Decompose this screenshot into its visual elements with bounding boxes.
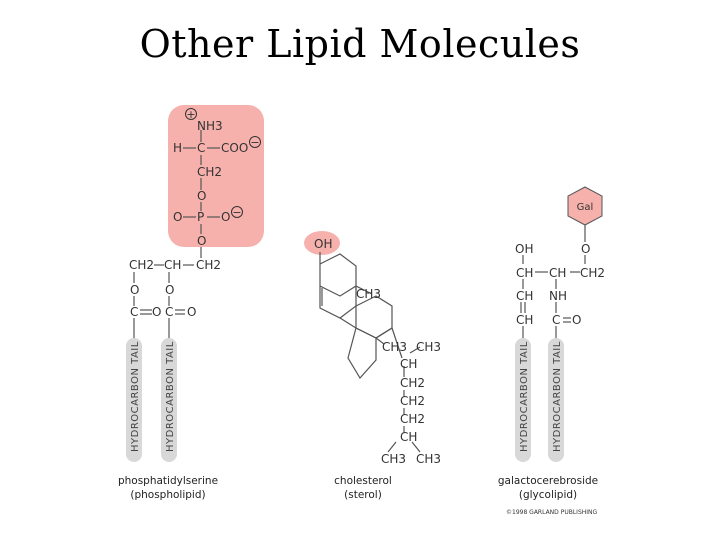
phosphatidylserine-class: (phospholipid) <box>130 489 205 501</box>
nh3-label: NH3 <box>197 119 223 133</box>
c-right-label: C <box>165 305 173 319</box>
nh-label: NH <box>549 289 567 303</box>
galactocerebroside-class: (glycolipid) <box>519 489 577 501</box>
ch3-methyl-c: CH3 <box>416 340 441 354</box>
p-label: P <box>197 210 204 224</box>
c-left-label: C <box>130 305 138 319</box>
ch-left-2-label: CH <box>516 289 533 303</box>
o-carbonyl-right-label: O <box>187 305 196 319</box>
o-carbonyl-label: O <box>572 313 581 327</box>
ch-side-2: CH <box>400 430 417 444</box>
oh-label: OH <box>515 242 533 256</box>
o-carbonyl-left-label: O <box>152 305 161 319</box>
ch3-terminal-a: CH3 <box>381 452 406 466</box>
ch3-terminal-b: CH3 <box>416 452 441 466</box>
o-right-label: O <box>221 210 230 224</box>
o-glycerol-label: O <box>197 234 206 248</box>
ch-label: CH <box>164 258 181 272</box>
c-alpha-label: C <box>197 141 205 155</box>
charge-minus-phosphate: − <box>232 206 241 219</box>
hydrocarbon-tail-1 <box>126 338 142 462</box>
copyright-notice: ©1998 GARLAND PUBLISHING <box>506 509 598 516</box>
galactocerebroside-name: galactocerebroside <box>498 475 598 487</box>
hydrocarbon-tail-2 <box>161 338 177 462</box>
ch-left-label: CH <box>516 266 533 280</box>
coo-label: COO <box>221 141 248 155</box>
ch-middle-label: CH <box>549 266 566 280</box>
hydrocarbon-tail-3 <box>515 338 531 462</box>
oh-label: OH <box>314 237 332 251</box>
ch3-methyl-b: CH3 <box>382 340 407 354</box>
tail-label-4: HYDROCARBON TAIL <box>552 341 563 452</box>
hydrocarbon-tail-4 <box>548 338 564 462</box>
ch2-serine-label: CH2 <box>197 165 222 179</box>
cholesterol-name: cholesterol <box>334 475 392 487</box>
ch2-side-1: CH2 <box>400 376 425 390</box>
tail-label-2: HYDROCARBON TAIL <box>165 341 176 452</box>
ch2-right-label: CH2 <box>196 258 221 272</box>
ch-left-3-label: CH <box>516 313 533 327</box>
ch2-right-label: CH2 <box>580 266 605 280</box>
o-left-label: O <box>173 210 182 224</box>
o-ester-label: O <box>197 189 206 203</box>
galactocerebroside-structure: Gal OH O CH CH CH2 CH NH CH C O HYD <box>498 186 605 501</box>
charge-plus: + <box>186 108 195 121</box>
o-glycosidic-label: O <box>581 242 590 256</box>
cholesterol-class: (sterol) <box>344 489 382 501</box>
serine-head-highlight <box>168 105 264 247</box>
phosphatidylserine-name: phosphatidylserine <box>118 475 218 487</box>
cholesterol-structure: OH <box>304 231 441 501</box>
gal-label: Gal <box>577 202 594 213</box>
o-right-ester-label: O <box>165 283 174 297</box>
charge-minus-coo: − <box>250 136 259 149</box>
tail-label-1: HYDROCARBON TAIL <box>130 341 141 452</box>
c-carbonyl-label: C <box>552 313 560 327</box>
page-title: Other Lipid Molecules <box>139 22 581 66</box>
ch3-methyl-a: CH3 <box>356 287 381 301</box>
ch2-side-3: CH2 <box>400 412 425 426</box>
ch2-left-label: CH2 <box>129 258 154 272</box>
oh-highlight <box>304 231 340 255</box>
ch-side-1: CH <box>400 357 417 371</box>
o-left-ester-label: O <box>130 283 139 297</box>
h-label: H <box>173 141 182 155</box>
phosphatidylserine-structure: + − − NH3 H C COO CH2 O O P O O CH2 CH C… <box>118 105 264 501</box>
tail-label-3: HYDROCARBON TAIL <box>519 341 530 452</box>
ch2-side-2: CH2 <box>400 394 425 408</box>
